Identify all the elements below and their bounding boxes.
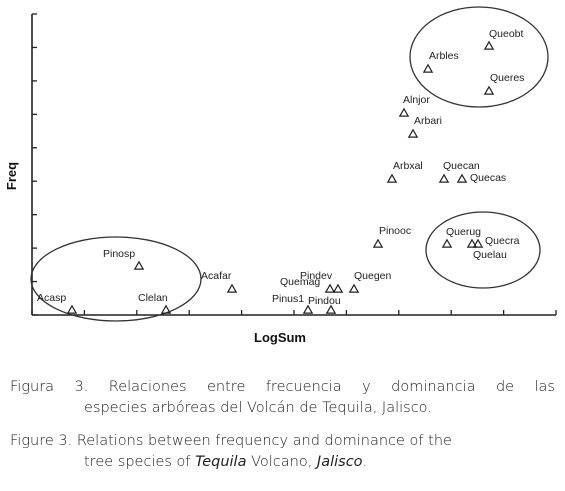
cluster-ellipse-mid <box>425 211 541 289</box>
point-label-pindev: Pindev <box>300 270 333 282</box>
caption-english-line1: Figure 3. Relations between frequency an… <box>10 433 452 449</box>
caption-word: dominancia <box>391 379 476 395</box>
cluster-ellipses <box>30 6 549 322</box>
point-marker-pinosp <box>133 260 145 270</box>
cluster-ellipse-high <box>409 6 549 108</box>
point-label-quecra: Quecra <box>485 235 520 247</box>
point-label-arbari: Arbari <box>414 115 442 127</box>
point-label-quecas: Quecas <box>470 172 506 184</box>
point-label-quegen: Quegen <box>354 270 392 282</box>
caption-english-italic-tequila: Tequila <box>195 454 247 470</box>
point-label-pinosp: Pinosp <box>103 248 135 260</box>
caption-word: Relaciones <box>108 379 187 395</box>
point-label-arbles: Arbles <box>429 50 459 62</box>
x-ticks <box>31 310 557 315</box>
point-marker-quecra <box>466 238 478 248</box>
caption-english-text-a: tree species of <box>84 454 196 470</box>
point-label-clelan: Clelan <box>138 292 168 304</box>
caption-english-text-e: . <box>362 454 368 470</box>
y-ticks <box>32 13 37 316</box>
point-label-quelau: Quelau <box>473 249 507 261</box>
point-marker-quemag <box>324 283 336 293</box>
point-marker-pindou <box>325 304 337 314</box>
caption-word: 3. <box>74 379 89 395</box>
caption-spanish: Figura 3. Relaciones entre frecuencia y domina… <box>10 377 555 419</box>
point-label-queres: Queres <box>490 72 524 84</box>
point-marker-quegen <box>348 283 360 293</box>
caption-word: frecuencia <box>265 379 342 395</box>
caption-english-text-c: Volcano, <box>246 454 317 470</box>
point-label-queobt: Queobt <box>489 28 524 40</box>
caption-english-italic-jalisco: Jalisco <box>316 454 363 470</box>
caption-english-line2: tree species of Tequila Volcano, Jalisco… <box>10 452 555 473</box>
point-label-pinooc: Pinooc <box>379 225 411 237</box>
point-label-quemag: Quemag <box>280 276 320 288</box>
point-marker-pindev <box>332 283 344 293</box>
point-marker-alnjor <box>398 107 410 117</box>
point-marker-pinooc <box>372 238 384 248</box>
point-label-acafar: Acafar <box>201 270 232 282</box>
point-marker-quecas <box>456 173 468 183</box>
caption-word: las <box>534 379 555 395</box>
point-label-acasp: Acasp <box>37 292 66 304</box>
x-axis-label: LogSum <box>254 330 306 345</box>
point-marker-arbxal <box>386 173 398 183</box>
point-marker-acafar <box>226 283 238 293</box>
caption-spanish-line2: especies arbóreas del Volcán de Tequila,… <box>84 400 432 416</box>
caption-spanish-line1: Figura 3. Relaciones entre frecuencia y domina… <box>10 377 555 398</box>
y-axis-label: Freq <box>4 162 19 190</box>
point-label-quecan: Quecan <box>443 160 480 172</box>
point-label-alnjor: Alnjor <box>403 94 430 106</box>
point-label-pinus1: Pinus1 <box>272 293 304 305</box>
point-label-pindou: Pindou <box>308 295 341 307</box>
caption-word: y <box>362 379 371 395</box>
caption-english: Figure 3. Relations between frequency an… <box>10 431 555 473</box>
point-marker-querug <box>441 238 453 248</box>
point-marker-quelau <box>472 238 484 248</box>
point-label-arbxal: Arbxal <box>393 160 423 172</box>
point-marker-arbari <box>407 128 419 138</box>
caption-word: Figura <box>10 379 55 395</box>
point-marker-queobt <box>483 40 495 50</box>
point-marker-pinus1 <box>302 304 314 314</box>
cluster-ellipse-low <box>30 236 202 322</box>
point-label-querug: Querug <box>446 226 481 238</box>
point-marker-clelan <box>160 304 172 314</box>
caption-word: de <box>495 379 515 395</box>
point-marker-queres <box>483 85 495 95</box>
point-marker-acasp <box>66 304 78 314</box>
point-marker-quecan <box>438 173 450 183</box>
caption-word: entre <box>207 379 246 395</box>
point-marker-arbles <box>422 63 434 73</box>
